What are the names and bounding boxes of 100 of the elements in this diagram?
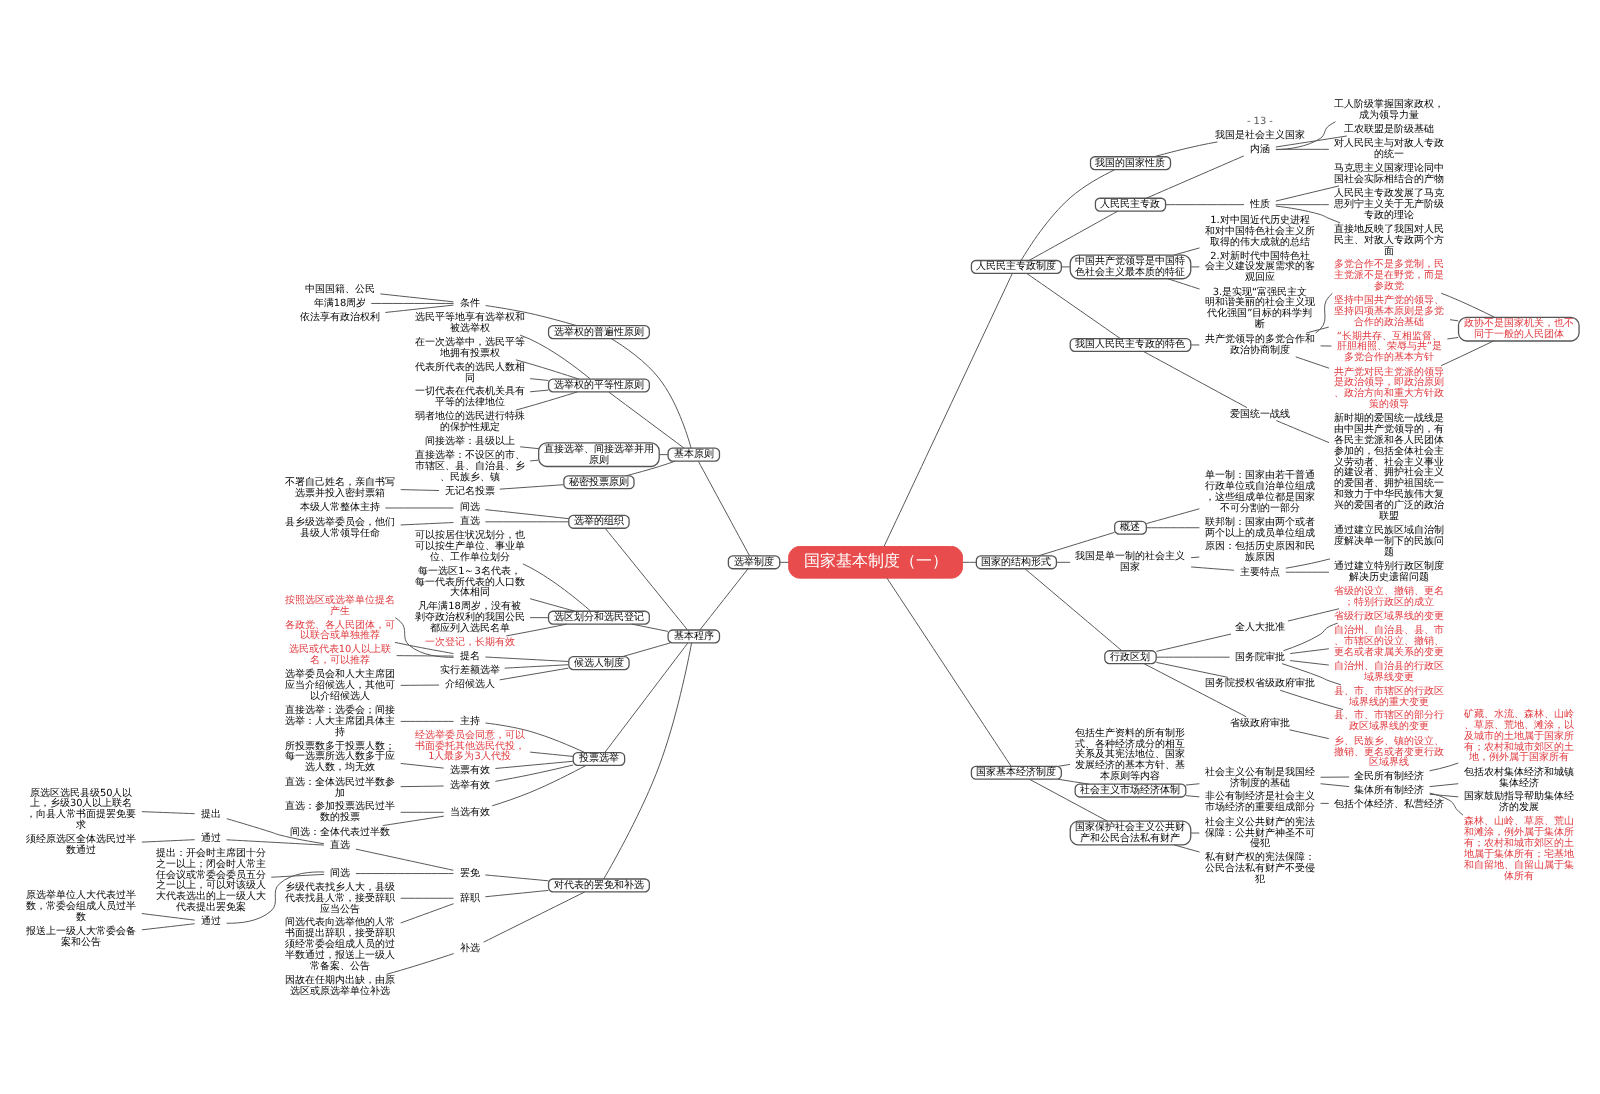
connector <box>1446 336 1459 339</box>
connector <box>1190 343 1200 345</box>
connector <box>603 641 693 879</box>
connector <box>529 388 549 392</box>
connector <box>1315 291 1333 333</box>
connector <box>1275 203 1330 205</box>
connector <box>1295 355 1330 368</box>
connector <box>1287 607 1340 621</box>
connector <box>699 567 749 630</box>
connector <box>522 562 591 611</box>
connector <box>1060 265 1071 267</box>
connector <box>385 952 455 974</box>
connector <box>631 622 669 631</box>
connector <box>270 872 325 877</box>
connector <box>1275 120 1336 150</box>
connector <box>384 303 454 312</box>
connector <box>529 750 574 756</box>
connector <box>1275 184 1340 201</box>
connector <box>400 683 440 685</box>
connector <box>370 301 455 303</box>
connector <box>400 896 454 898</box>
connector <box>504 663 569 668</box>
connector <box>484 520 570 522</box>
connector <box>1024 567 1123 651</box>
connector <box>1275 419 1330 443</box>
connector <box>697 459 751 556</box>
connector <box>355 847 454 870</box>
connector <box>400 521 454 525</box>
connector <box>1167 277 1201 289</box>
connector <box>1037 530 1116 556</box>
connector <box>1289 728 1330 739</box>
connector <box>1429 791 1464 815</box>
connector <box>484 888 549 897</box>
connector <box>625 459 676 476</box>
connector <box>658 453 669 455</box>
connector <box>141 838 196 842</box>
connector <box>1165 203 1245 205</box>
connector <box>1057 762 1071 766</box>
connector <box>529 458 539 461</box>
connector <box>1190 555 1200 558</box>
connector <box>485 721 585 752</box>
connector <box>400 719 454 721</box>
connector <box>1173 843 1200 852</box>
connector <box>1449 318 1459 321</box>
connector <box>384 506 454 508</box>
connector <box>1285 570 1330 572</box>
connector <box>485 304 578 326</box>
connector <box>1283 621 1339 651</box>
connector <box>484 873 549 881</box>
connector <box>1143 350 1248 408</box>
connector <box>1026 272 1121 338</box>
connector <box>610 337 692 448</box>
connector <box>1440 339 1494 366</box>
connector <box>226 870 325 923</box>
connector <box>883 272 1013 546</box>
connector <box>519 445 539 449</box>
connector <box>1143 662 1247 717</box>
connector <box>400 761 445 768</box>
connector <box>529 377 549 380</box>
connector <box>1190 831 1200 833</box>
connector <box>226 838 325 845</box>
connector <box>1289 647 1330 654</box>
connector <box>1440 291 1495 317</box>
connector <box>604 641 689 752</box>
connector <box>1057 777 1090 784</box>
connector <box>396 654 454 656</box>
connector <box>491 763 587 806</box>
connector <box>355 872 454 874</box>
connector <box>1275 134 1348 147</box>
connector <box>1155 660 1229 677</box>
connector <box>1185 782 1200 785</box>
connector <box>1429 792 1459 797</box>
connector <box>141 922 196 930</box>
connector <box>1145 154 1245 198</box>
connector <box>1028 209 1119 260</box>
connector <box>1279 688 1344 710</box>
connector <box>394 640 454 654</box>
connector <box>1190 265 1200 267</box>
connector <box>1056 560 1071 562</box>
connector <box>1320 801 1330 803</box>
connector <box>604 526 688 630</box>
connector <box>1275 147 1330 149</box>
connector <box>1145 507 1200 524</box>
connector <box>1028 777 1108 821</box>
connector <box>1320 775 1350 777</box>
connector <box>494 759 574 768</box>
connector <box>1429 761 1459 771</box>
connector <box>1153 140 1218 157</box>
connector <box>1190 565 1235 570</box>
connector <box>499 666 569 680</box>
connector <box>505 622 568 636</box>
connector <box>1155 655 1231 657</box>
connector <box>515 358 580 379</box>
connector <box>515 390 578 410</box>
connector <box>1305 325 1330 333</box>
connector <box>226 817 325 844</box>
connector <box>484 508 570 519</box>
connector <box>519 333 591 379</box>
connector <box>1020 168 1116 260</box>
connector <box>529 597 576 611</box>
